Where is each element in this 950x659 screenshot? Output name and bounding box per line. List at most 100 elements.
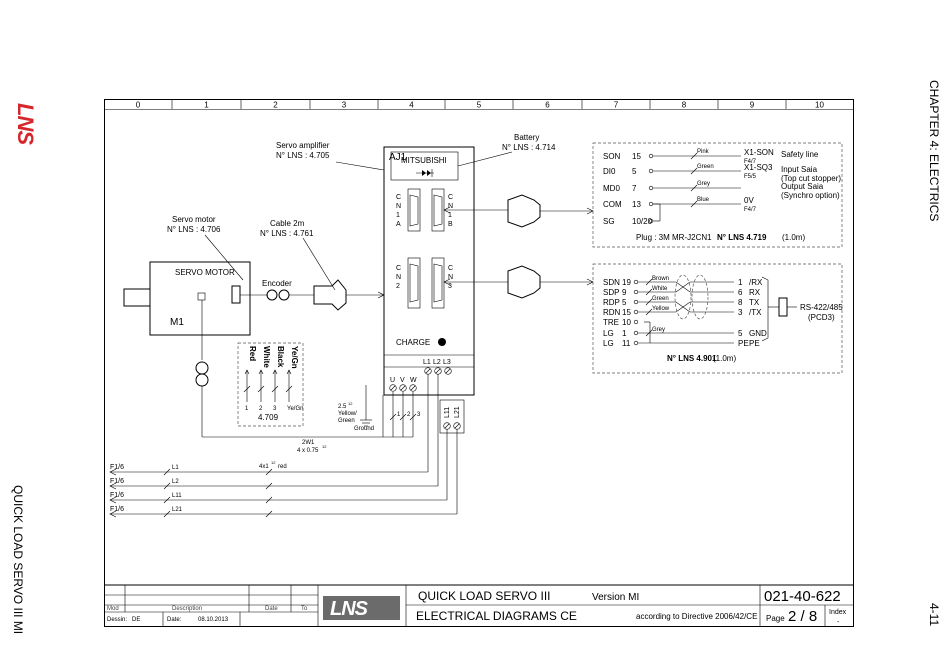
terminal-l1: L1 [423, 359, 431, 366]
grid-col-6: 6 [545, 101, 550, 110]
cable-label: Cable 2m [270, 219, 305, 228]
cn3-out-pin: 1 [738, 278, 743, 287]
cn1b-char: N [448, 203, 453, 210]
rs485-pcd: (PCD3) [808, 313, 835, 322]
charge-indicator-icon [438, 338, 446, 346]
date-value: 08.10.2013 [198, 617, 229, 623]
cn3-out-signal: /RX [749, 278, 763, 287]
cn3-wire-color: Yellow [652, 306, 670, 312]
amp-id: AJ1 [389, 152, 407, 163]
cn1b-pin: 7 [632, 184, 637, 193]
wire-number: 2 [259, 406, 263, 412]
servo-amp-body [383, 146, 475, 396]
grid-col-2: 2 [273, 101, 278, 110]
cn3-signal: LG [603, 329, 614, 338]
cn3-out-signal: TX [749, 298, 760, 307]
feeder-phase: L1 [172, 465, 179, 471]
cn1b-char: C [448, 194, 453, 201]
cable-4x1: 4x1 [259, 464, 269, 470]
svg-text:LNS: LNS [330, 598, 369, 620]
wire-color-label: Black [276, 346, 285, 368]
cn3-wire-color: Brown [652, 276, 669, 282]
cn3-out-pin: 3 [738, 308, 743, 317]
drawing-number: 021-40-622 [764, 588, 841, 605]
drawing-frame [104, 99, 854, 627]
cn3-pin: 1 [622, 329, 627, 338]
cn1b-char: 1 [448, 212, 452, 219]
feeder-source: F1/6 [110, 492, 124, 499]
cable-plug-icon [313, 279, 347, 311]
rs485-label: RS-422/485 [800, 303, 843, 312]
cn1b-signal: COM [603, 200, 622, 209]
wire-color-label: Ye/Gn [290, 346, 299, 369]
terminal-screw-icon [409, 384, 417, 392]
grid-column-dividers [171, 100, 787, 109]
grid-col-4: 4 [409, 101, 414, 110]
wire-color-label: White [262, 346, 271, 368]
ground-color-2: Green [338, 418, 355, 424]
terminal-screw-icon [389, 384, 397, 392]
cn1b-destination: X1-SON [744, 148, 774, 157]
grid-col-3: 3 [342, 101, 347, 110]
cn3-ref: N° LNS 4.901 [667, 354, 717, 363]
directive: according to Directive 2006/42/CE [636, 612, 757, 621]
feeder-source: F1/6 [110, 478, 124, 485]
cn1b-char: B [448, 221, 453, 228]
terminal-l3: L3 [443, 359, 451, 366]
encoder-label: Encoder [262, 279, 292, 288]
cn3-char: C [448, 265, 453, 272]
cn2-char: 2 [396, 283, 400, 290]
cn1b-destination-ref: F5/5 [744, 174, 757, 180]
page-label: Page [766, 614, 785, 623]
servo-amp-ref: N° LNS : 4.705 [276, 151, 330, 160]
servo-motor-ref: N° LNS : 4.706 [167, 225, 221, 234]
cn3-out-signal: PE [749, 339, 760, 348]
index-value: - [837, 619, 840, 626]
index-label: Index [829, 609, 847, 616]
battery-icon [416, 169, 434, 177]
power-connector-icon [195, 361, 209, 387]
cn1b-signal: SG [603, 217, 615, 226]
cn3-out-pin: 8 [738, 298, 743, 307]
feeder-phase: L21 [172, 507, 183, 513]
cn1b-description-detail: (Top cut stopper) [781, 174, 841, 183]
cn3-out-pin: 6 [738, 288, 743, 297]
cn1b-signal: DI0 [603, 167, 616, 176]
cn3-out-signal: RX [749, 288, 761, 297]
rs485-connector: RS-422/485 (PCD3) [761, 276, 843, 342]
terminal-screw-icon [444, 367, 452, 375]
cn3-out-pin: PE [738, 339, 749, 348]
cn1b-destination: X1-SQ3 [744, 163, 773, 172]
cn3-signal: RDN [603, 308, 621, 317]
col-mod: Mod [107, 606, 119, 612]
grid-col-9: 9 [750, 101, 755, 110]
cn1b-plug: Plug : 3M MR-J2CN1 [636, 233, 712, 242]
grid-col-1: 1 [204, 101, 209, 110]
version: Version MI [592, 592, 639, 603]
servo-motor-box-label: SERVO MOTOR [175, 268, 235, 277]
wire-number: Ye/Gn [287, 406, 303, 412]
dessin-label: Dessin: [107, 617, 127, 623]
uvw-wire-number: 1 [397, 412, 401, 418]
grid-col-10: 10 [815, 101, 824, 110]
cn3-signal: LG [603, 339, 614, 348]
servo-amplifier: Servo amplifier N° LNS : 4.705 AJ1 MITSU… [276, 133, 556, 396]
cn3-out-signal: /TX [749, 308, 762, 317]
grid-col-5: 5 [477, 101, 482, 110]
page-number: 2 / 8 [788, 608, 817, 625]
cn3-pin: 15 [622, 308, 631, 317]
cn1b-wire-color: Blue [697, 197, 710, 203]
cn1a-char: C [396, 194, 401, 201]
cn3-signal: TRE [603, 318, 619, 327]
cn1b-description: Input Saia [781, 165, 818, 174]
cn3-plug-icon [507, 265, 541, 299]
charge-label: CHARGE [396, 338, 430, 347]
encoder-connector-icon [266, 289, 290, 301]
cn1b-wire-color: Pink [697, 149, 710, 155]
servo-motor: Servo motor N° LNS : 4.706 SERVO MOTOR M… [123, 215, 385, 454]
battery-ref: N° LNS : 4.714 [502, 143, 556, 152]
lns-logo: LNS [323, 596, 400, 620]
terminal-w: W [410, 377, 417, 384]
